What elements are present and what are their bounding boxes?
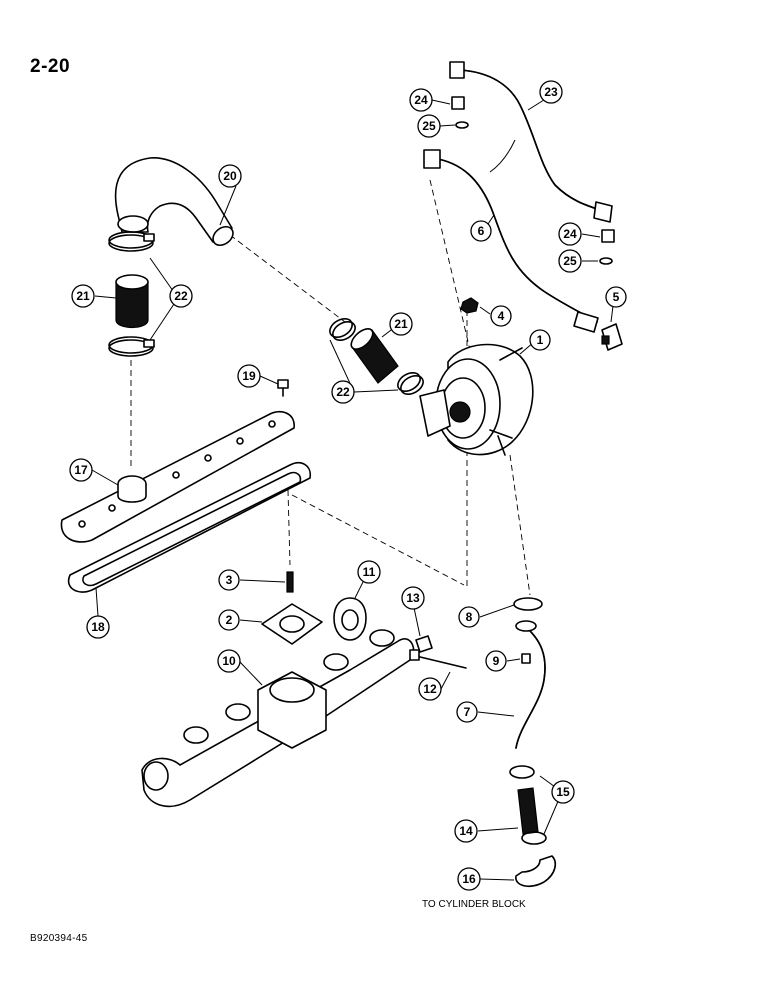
- part-turbocharger: [419, 343, 534, 456]
- part-gasket-11: [333, 597, 367, 641]
- callout-label: 8: [466, 610, 473, 624]
- figure-reference-code: B920394-45: [30, 933, 88, 944]
- part-center-clamp-upper: [329, 318, 356, 341]
- part-bolt-9: [521, 653, 531, 664]
- callout-10: 10: [217, 649, 241, 673]
- part-center-clamp-lower: [397, 372, 424, 395]
- callout-4: 4: [490, 305, 512, 327]
- callout-14: 14: [454, 819, 478, 843]
- callout-label: 7: [464, 705, 471, 719]
- callout-16: 16: [457, 867, 481, 891]
- part-bolt-12: [409, 649, 467, 669]
- callout-label: 25: [422, 119, 436, 133]
- callout-25-lower: 25: [558, 249, 582, 273]
- part-stud-3: [286, 571, 294, 593]
- callout-22-left: 22: [169, 284, 193, 308]
- part-fitting-5: [601, 323, 623, 351]
- callout-25-upper: 25: [417, 114, 441, 138]
- part-oil-hose-23: [449, 61, 613, 223]
- part-oil-supply-hose: [423, 149, 599, 333]
- callout-1: 1: [529, 329, 551, 351]
- part-nut-4: [460, 297, 479, 314]
- cover-bolt-holes: [78, 420, 276, 528]
- callout-9: 9: [485, 650, 507, 672]
- callout-label: 2: [226, 613, 233, 627]
- callout-label: 1: [537, 333, 544, 347]
- part-clamp-15-lower: [521, 831, 547, 845]
- callout-17: 17: [69, 458, 93, 482]
- part-lower-clamp: [108, 336, 155, 357]
- part-fitting-24-lower: [601, 229, 615, 243]
- callout-5: 5: [605, 286, 627, 308]
- callout-label: 15: [556, 785, 570, 799]
- callout-label: 13: [406, 591, 420, 605]
- callout-label: 5: [613, 290, 620, 304]
- hose-curve-arrow: [489, 139, 516, 173]
- callout-15: 15: [551, 780, 575, 804]
- callout-label: 4: [498, 309, 505, 323]
- callout-24-lower: 24: [558, 222, 582, 246]
- callout-8: 8: [458, 606, 480, 628]
- part-bolt-19: [277, 379, 289, 397]
- callout-22-center: 22: [331, 380, 355, 404]
- callout-label: 20: [223, 169, 237, 183]
- callout-label: 10: [222, 654, 236, 668]
- part-hose-sleeve-center: [350, 328, 399, 384]
- callout-6: 6: [470, 220, 492, 242]
- callout-label: 14: [459, 824, 473, 838]
- part-washer-25-upper: [455, 121, 469, 129]
- callout-label: 25: [563, 254, 577, 268]
- callout-label: 24: [414, 93, 428, 107]
- callout-12: 12: [418, 677, 442, 701]
- callout-label: 12: [423, 682, 437, 696]
- callout-11: 11: [357, 560, 381, 584]
- part-fitting-24-upper: [451, 96, 465, 110]
- part-air-elbow-tube: [114, 157, 234, 247]
- part-upper-clamp: [108, 231, 155, 252]
- callout-label: 17: [74, 463, 88, 477]
- part-elbow-16: [515, 855, 557, 888]
- part-hose-14: [517, 787, 539, 835]
- part-exhaust-manifold: [141, 629, 415, 808]
- callout-24-upper: 24: [409, 88, 433, 112]
- part-gasket-2: [261, 603, 323, 645]
- callout-18: 18: [86, 615, 110, 639]
- part-gasket-8: [513, 597, 543, 611]
- callout-2: 2: [218, 609, 240, 631]
- part-oil-drain-tube: [515, 620, 546, 749]
- callout-label: 21: [394, 317, 408, 331]
- callout-label: 21: [76, 289, 90, 303]
- callout-21-left: 21: [71, 284, 95, 308]
- callout-23: 23: [539, 80, 563, 104]
- callout-label: 23: [544, 85, 558, 99]
- part-washer-25-lower: [599, 257, 613, 265]
- manifold-ports: [183, 629, 395, 744]
- callout-label: 18: [91, 620, 105, 634]
- callout-label: 16: [462, 872, 476, 886]
- callout-label: 6: [478, 224, 485, 238]
- callout-label: 19: [242, 369, 256, 383]
- callout-label: 9: [493, 654, 500, 668]
- callout-label: 24: [563, 227, 577, 241]
- callout-21-center: 21: [389, 312, 413, 336]
- part-tab-washer-13: [415, 635, 433, 653]
- callout-13: 13: [401, 586, 425, 610]
- callout-19: 19: [237, 364, 261, 388]
- page-number: 2-20: [30, 56, 71, 77]
- callout-20: 20: [218, 164, 242, 188]
- part-hose-sleeve-left: [115, 274, 149, 329]
- part-clamp-15-upper: [509, 765, 535, 779]
- callout-label: 22: [336, 385, 350, 399]
- callout-label: 22: [174, 289, 188, 303]
- callout-label: 11: [363, 565, 376, 579]
- callout-7: 7: [456, 701, 478, 723]
- part-intake-gasket: [67, 462, 312, 593]
- to-cylinder-block-note: TO CYLINDER BLOCK: [422, 899, 526, 910]
- part-intake-cover: [60, 410, 295, 543]
- callout-label: 3: [226, 573, 233, 587]
- callout-3: 3: [218, 569, 240, 591]
